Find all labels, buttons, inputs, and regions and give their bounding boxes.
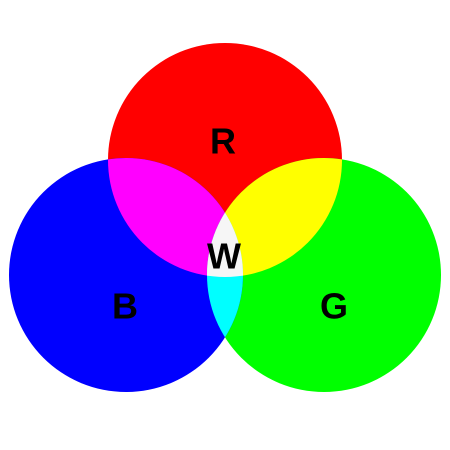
red-label: R — [210, 121, 236, 162]
blue-label: B — [112, 286, 138, 327]
green-label: G — [320, 286, 348, 327]
white-label: W — [207, 236, 241, 277]
